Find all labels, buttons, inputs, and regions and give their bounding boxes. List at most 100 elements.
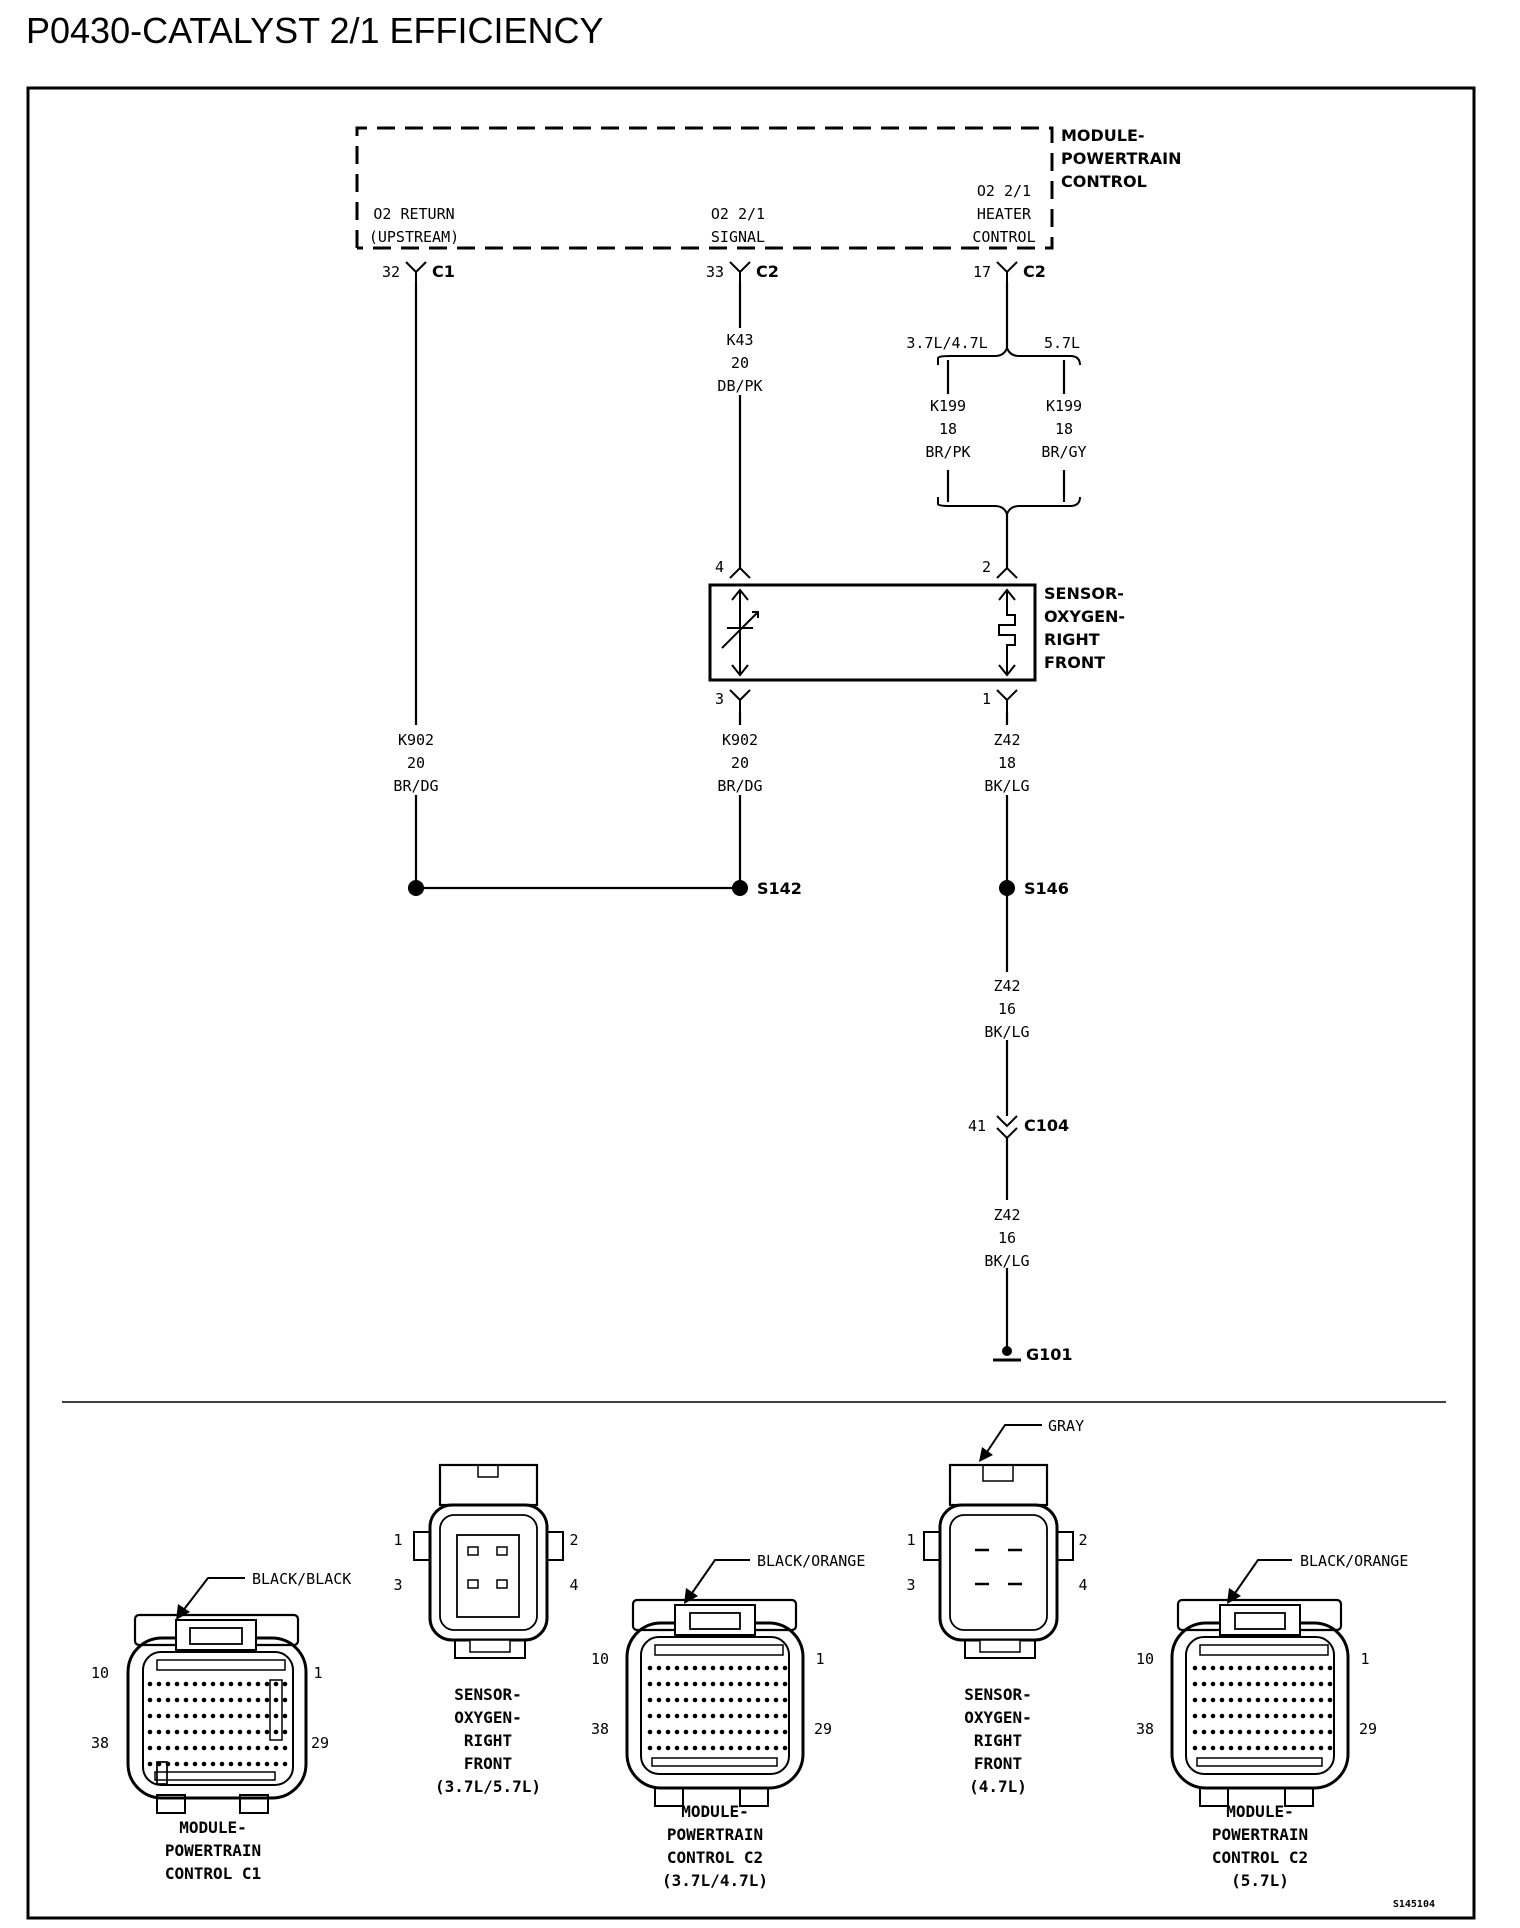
svg-text:29: 29 xyxy=(814,1720,832,1738)
svg-text:1: 1 xyxy=(1360,1650,1369,1668)
svg-text:38: 38 xyxy=(1136,1720,1154,1738)
svg-text:BR/DG: BR/DG xyxy=(393,777,438,795)
connector-view-pcm-c1: BLACK/BLACK 10 1 38 29 MODULE- POWERTRAI… xyxy=(91,1570,351,1883)
pin-33: 33 xyxy=(706,263,724,281)
svg-text:(3.7L/5.7L): (3.7L/5.7L) xyxy=(435,1777,541,1796)
svg-text:4: 4 xyxy=(1078,1576,1087,1594)
svg-text:29: 29 xyxy=(311,1734,329,1752)
svg-text:1: 1 xyxy=(393,1531,402,1549)
pin-17: 17 xyxy=(973,263,991,281)
svg-text:Z42: Z42 xyxy=(993,1206,1020,1224)
svg-text:BR/PK: BR/PK xyxy=(925,443,970,461)
svg-text:10: 10 xyxy=(1136,1650,1154,1668)
svg-text:18: 18 xyxy=(939,420,957,438)
svg-text:POWERTRAIN: POWERTRAIN xyxy=(667,1825,763,1844)
svg-text:BLACK/ORANGE: BLACK/ORANGE xyxy=(1300,1552,1408,1570)
connector-c1: C1 xyxy=(432,262,455,281)
svg-text:38: 38 xyxy=(591,1720,609,1738)
sensor-name-3: RIGHT xyxy=(1044,630,1100,649)
wire-k902-mid: K902 20 BR/DG xyxy=(717,712,763,888)
sensor-top-pins: 4 2 xyxy=(715,558,1018,579)
svg-text:POWERTRAIN: POWERTRAIN xyxy=(165,1841,261,1860)
svg-text:20: 20 xyxy=(731,754,749,772)
splice-s146: S146 xyxy=(999,879,1069,898)
svg-text:BR/DG: BR/DG xyxy=(717,777,762,795)
sensor-pin-1: 1 xyxy=(982,690,991,708)
o2-heater-label-3: CONTROL xyxy=(972,228,1035,246)
sensor-name-1: SENSOR- xyxy=(1044,584,1124,603)
page-title: P0430-CATALYST 2/1 EFFICIENCY xyxy=(26,10,604,51)
svg-text:16: 16 xyxy=(998,1000,1016,1018)
o2-heater-label-2: HEATER xyxy=(977,205,1032,223)
pcm-pin-labels: O2 RETURN (UPSTREAM) O2 2/1 SIGNAL O2 2/… xyxy=(369,182,1036,246)
connector-view-pcm-c2-37-47: BLACK/ORANGE 10 1 38 29 MODULE- POWERTRA… xyxy=(591,1552,865,1890)
option-left: 3.7L/4.7L xyxy=(906,334,987,352)
pcm-name-line-2: POWERTRAIN xyxy=(1061,149,1181,168)
sensor-pin-3: 3 xyxy=(715,690,724,708)
svg-text:FRONT: FRONT xyxy=(974,1754,1022,1773)
o2-signal-label-2: SIGNAL xyxy=(711,228,765,246)
wire-k43: K43 20 DB/PK xyxy=(717,282,763,568)
svg-text:MODULE-: MODULE- xyxy=(1226,1802,1293,1821)
wire-z42-3: Z42 16 BK/LG xyxy=(984,1138,1030,1352)
o2-return-label-2: (UPSTREAM) xyxy=(369,228,459,246)
svg-text:20: 20 xyxy=(407,754,425,772)
svg-text:CONTROL C2: CONTROL C2 xyxy=(1212,1848,1308,1867)
svg-text:(5.7L): (5.7L) xyxy=(1231,1871,1289,1890)
svg-text:41: 41 xyxy=(968,1117,986,1135)
svg-text:K902: K902 xyxy=(722,731,758,749)
svg-text:10: 10 xyxy=(91,1664,109,1682)
svg-text:2: 2 xyxy=(569,1531,578,1549)
svg-text:C104: C104 xyxy=(1024,1116,1069,1135)
svg-text:(4.7L): (4.7L) xyxy=(969,1777,1027,1796)
svg-text:4: 4 xyxy=(569,1576,578,1594)
connector-view-sensor-47: GRAY 1 2 3 4 SENSOR- OXYGEN- RIGHT FRONT… xyxy=(906,1417,1087,1796)
svg-text:OXYGEN-: OXYGEN- xyxy=(454,1708,521,1727)
svg-text:Z42: Z42 xyxy=(993,977,1020,995)
wire-k199-heater: 3.7L/4.7L 5.7L K199 18 BR/PK K199 18 BR/… xyxy=(906,282,1087,568)
o2-signal-label-1: O2 2/1 xyxy=(711,205,765,223)
svg-text:20: 20 xyxy=(731,354,749,372)
sensor-name-4: FRONT xyxy=(1044,653,1105,672)
figure-id: S145104 xyxy=(1393,1899,1435,1910)
pin-32: 32 xyxy=(382,263,400,281)
wire-z42-2: Z42 16 BK/LG xyxy=(984,888,1030,1116)
svg-text:BK/LG: BK/LG xyxy=(984,1252,1029,1270)
pcm-name-line-3: CONTROL xyxy=(1061,172,1147,191)
svg-text:K199: K199 xyxy=(1046,397,1082,415)
svg-text:38: 38 xyxy=(91,1734,109,1752)
svg-text:K199: K199 xyxy=(930,397,966,415)
pcm-connectors: 32 C1 33 C2 17 C2 xyxy=(382,261,1046,282)
svg-text:S142: S142 xyxy=(757,879,802,898)
sensor-pin-2: 2 xyxy=(982,558,991,576)
svg-text:BR/GY: BR/GY xyxy=(1041,443,1086,461)
wire-k902-left: K902 20 BR/DG xyxy=(393,282,439,888)
svg-text:POWERTRAIN: POWERTRAIN xyxy=(1212,1825,1308,1844)
svg-text:10: 10 xyxy=(591,1650,609,1668)
pcm-module-box: MODULE- POWERTRAIN CONTROL xyxy=(355,126,1181,250)
pcm-name-line-1: MODULE- xyxy=(1061,126,1145,145)
sensor-pin-4: 4 xyxy=(715,558,724,576)
svg-text:18: 18 xyxy=(1055,420,1073,438)
svg-text:16: 16 xyxy=(998,1229,1016,1247)
svg-text:1: 1 xyxy=(313,1664,322,1682)
svg-text:MODULE-: MODULE- xyxy=(179,1818,246,1837)
connector-view-sensor-37-57: 1 2 3 4 SENSOR- OXYGEN- RIGHT FRONT (3.7… xyxy=(393,1463,579,1796)
sensor-name-2: OXYGEN- xyxy=(1044,607,1125,626)
connector-c104: 41 C104 xyxy=(968,1115,1069,1140)
diagram-frame xyxy=(26,86,1476,1920)
o2-heater-label-1: O2 2/1 xyxy=(977,182,1031,200)
svg-text:(3.7L/4.7L): (3.7L/4.7L) xyxy=(662,1871,768,1890)
svg-text:BK/LG: BK/LG xyxy=(984,1023,1029,1041)
connector-c2-signal: C2 xyxy=(756,262,779,281)
connector-c2-heater: C2 xyxy=(1023,262,1046,281)
svg-text:GRAY: GRAY xyxy=(1048,1417,1084,1435)
svg-text:SENSOR-: SENSOR- xyxy=(454,1685,521,1704)
svg-text:29: 29 xyxy=(1359,1720,1377,1738)
svg-text:BK/LG: BK/LG xyxy=(984,777,1029,795)
o2-return-label-1: O2 RETURN xyxy=(373,205,454,223)
connector-view-pcm-c2-57: BLACK/ORANGE 10 1 38 29 MODULE- POWERTRA… xyxy=(1136,1552,1408,1890)
svg-text:RIGHT: RIGHT xyxy=(464,1731,512,1750)
svg-text:S146: S146 xyxy=(1024,879,1069,898)
